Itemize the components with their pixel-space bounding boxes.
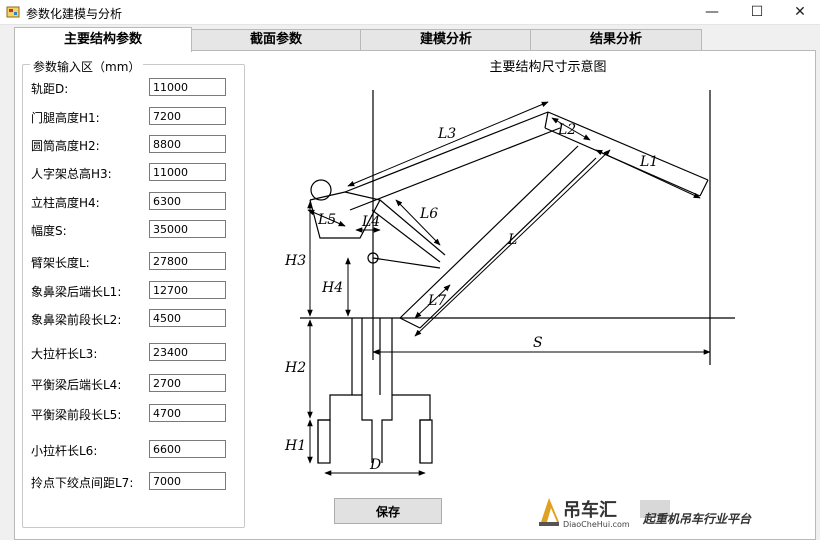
watermark-box — [640, 500, 670, 518]
tab-strip: 主要结构参数 截面参数 建模分析 结果分析 — [14, 27, 814, 52]
watermark: 吊车汇 DiaoCheHui.com 起重机吊车行业平台 — [535, 496, 775, 532]
label-track-gauge: 轨距D: — [31, 82, 69, 96]
watermark-slogan: 起重机吊车行业平台 — [643, 512, 752, 526]
minimize-button[interactable]: — — [705, 4, 719, 20]
input-balance-rear-length[interactable] — [149, 374, 226, 392]
input-trunk-front-length[interactable] — [149, 309, 226, 327]
dim-label-L4: L4 — [361, 214, 380, 230]
dim-label-L5: L5 — [317, 212, 336, 228]
param-group-title: 参数输入区（mm） — [30, 58, 144, 75]
dim-label-L7: L7 — [427, 293, 446, 309]
save-button[interactable]: 保存 — [334, 498, 442, 524]
title-bar: 参数化建模与分析 — ☐ ✕ — [0, 0, 820, 25]
app-icon — [6, 6, 20, 18]
label-trunk-rear-length: 象鼻梁后端长L1: — [31, 285, 122, 299]
dim-label-H3: H3 — [284, 253, 306, 269]
input-trunk-rear-length[interactable] — [149, 281, 226, 299]
input-amplitude[interactable] — [149, 220, 226, 238]
input-balance-front-length[interactable] — [149, 404, 226, 422]
dim-label-D: D — [369, 457, 381, 473]
dim-label-L2: L2 — [557, 122, 576, 138]
dimension-lines — [307, 101, 711, 476]
label-lift-hinge-distance: 拎点下绞点间距L7: — [31, 476, 134, 490]
close-button[interactable]: ✕ — [794, 4, 806, 20]
dim-label-L: L — [507, 232, 517, 248]
label-balance-rear-length: 平衡梁后端长L4: — [31, 378, 122, 392]
tab-result-analysis[interactable]: 结果分析 — [530, 29, 702, 50]
crane-logo-icon — [539, 498, 559, 526]
input-big-tie-rod[interactable] — [149, 343, 226, 361]
tab-modeling-analysis[interactable]: 建模分析 — [360, 29, 532, 50]
label-big-tie-rod: 大拉杆长L3: — [31, 347, 98, 361]
dim-label-S: S — [533, 335, 543, 351]
input-small-tie-rod[interactable] — [149, 440, 226, 458]
input-lift-hinge-distance[interactable] — [149, 472, 226, 490]
watermark-brand: 吊车汇 — [563, 500, 617, 521]
structure-lines — [300, 90, 735, 464]
dim-label-L3: L3 — [437, 126, 456, 142]
label-small-tie-rod: 小拉杆长L6: — [31, 444, 98, 458]
label-amplitude: 幅度S: — [31, 224, 67, 238]
input-track-gauge[interactable] — [149, 78, 226, 96]
maximize-button[interactable]: ☐ — [750, 4, 764, 20]
input-aframe-height[interactable] — [149, 163, 226, 181]
window-title: 参数化建模与分析 — [26, 7, 123, 21]
diagram-title: 主要结构尺寸示意图 — [489, 59, 606, 75]
dim-label-L6: L6 — [419, 206, 438, 222]
dim-label-H1: H1 — [284, 438, 306, 454]
watermark-url: DiaoCheHui.com — [563, 520, 630, 529]
tab-main-structure[interactable]: 主要结构参数 — [14, 27, 192, 52]
label-balance-front-length: 平衡梁前段长L5: — [31, 408, 122, 422]
label-leg-height: 门腿高度H1: — [31, 111, 100, 125]
input-cylinder-height[interactable] — [149, 135, 226, 153]
input-column-height[interactable] — [149, 192, 226, 210]
label-boom-length: 臂架长度L: — [31, 256, 90, 270]
dim-label-H4: H4 — [321, 280, 343, 296]
label-column-height: 立柱高度H4: — [31, 196, 100, 210]
dim-label-H2: H2 — [284, 360, 306, 376]
input-boom-length[interactable] — [149, 252, 226, 270]
input-leg-height[interactable] — [149, 107, 226, 125]
tab-section-params[interactable]: 截面参数 — [190, 29, 362, 50]
label-aframe-height: 人字架总高H3: — [31, 167, 112, 181]
label-cylinder-height: 圆筒高度H2: — [31, 139, 100, 153]
label-trunk-front-length: 象鼻梁前段长L2: — [31, 313, 122, 327]
structure-diagram: 主要结构尺寸示意图 — [284, 59, 735, 476]
dim-label-L1: L1 — [639, 154, 658, 170]
